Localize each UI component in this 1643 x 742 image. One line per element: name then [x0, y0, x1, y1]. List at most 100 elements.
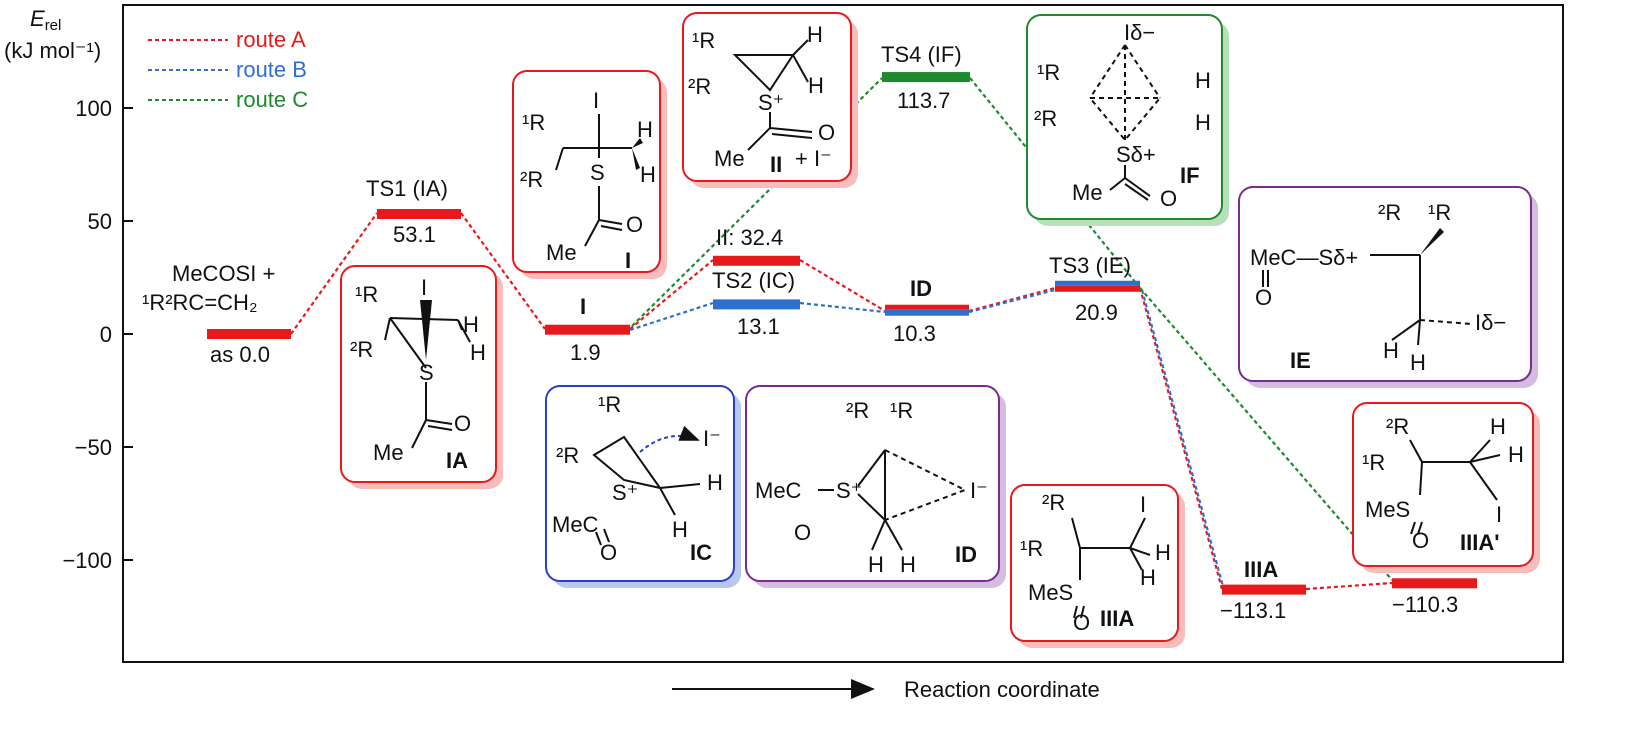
value-ts2: 13.1	[737, 314, 780, 339]
svg-text:S⁺: S⁺	[836, 478, 862, 503]
structure-ic: ¹R ²R I⁻ S⁺ H H MeC O IC	[552, 392, 723, 565]
svg-text:MeS: MeS	[1028, 580, 1073, 605]
label-id-struct: ID	[955, 542, 977, 567]
structure-iiiap: ²R H ¹R H MeS I O IIIA'	[1362, 414, 1524, 555]
svg-text:H: H	[470, 340, 486, 365]
svg-text:²R: ²R	[846, 398, 869, 423]
svg-text:H: H	[637, 117, 653, 142]
svg-text:²R: ²R	[688, 74, 711, 99]
y-tick-label: 100	[75, 96, 112, 121]
level-bar-ts2-ic	[713, 299, 800, 310]
legend-label-route-b: route B	[236, 57, 307, 82]
svg-text:¹R: ¹R	[355, 282, 378, 307]
svg-text:H: H	[1410, 350, 1426, 375]
svg-text:H: H	[1490, 414, 1506, 439]
level-bar-id-alt	[885, 309, 969, 316]
svg-text:¹R: ¹R	[1428, 200, 1451, 225]
connector-a-id-ts3	[968, 286, 1056, 313]
svg-text:O: O	[1073, 610, 1090, 635]
box-ie	[1238, 186, 1532, 382]
svg-text:¹R: ¹R	[1020, 536, 1043, 561]
svg-text:H: H	[1140, 565, 1156, 590]
label-ie: IE	[1290, 348, 1311, 373]
svg-text:¹R: ¹R	[692, 28, 715, 53]
svg-text:O: O	[600, 540, 617, 565]
svg-text:H: H	[1155, 540, 1171, 565]
label-if: IF	[1180, 163, 1200, 188]
svg-text:H: H	[1508, 442, 1524, 467]
svg-text:O: O	[626, 212, 643, 237]
value-ts1: 53.1	[393, 222, 436, 247]
y-axis-title-main: E	[30, 6, 45, 31]
label-i: I	[580, 294, 586, 319]
svg-text:MeC: MeC	[755, 478, 802, 503]
energy-levels	[207, 72, 1477, 595]
svg-text:I⁻: I⁻	[703, 426, 721, 451]
svg-text:O: O	[1255, 285, 1272, 310]
svg-text:S: S	[590, 160, 605, 185]
connector-a-i-ii	[629, 259, 714, 330]
svg-text:Me: Me	[714, 146, 745, 171]
structure-ie: ²R ¹R MeC—Sδ+ O Iδ− H H IE	[1250, 200, 1506, 375]
value-i: 1.9	[570, 340, 601, 365]
label-start-2: ¹R²RC=CH₂	[142, 290, 257, 315]
level-bar-id	[885, 304, 969, 310]
structure-boxes	[340, 12, 1540, 648]
value-id: 10.3	[893, 321, 936, 346]
svg-text:Sδ+: Sδ+	[1116, 142, 1156, 167]
svg-text:O: O	[818, 120, 835, 145]
svg-text:H: H	[1195, 110, 1211, 135]
svg-text:¹R: ¹R	[522, 110, 545, 135]
svg-text:MeS: MeS	[1365, 497, 1410, 522]
svg-text:¹R: ¹R	[1362, 450, 1385, 475]
label-ii: II: 32.4	[716, 225, 783, 250]
svg-text:¹R: ¹R	[598, 392, 621, 417]
value-ts3: 20.9	[1075, 300, 1118, 325]
level-bar-iiia	[1222, 584, 1306, 595]
svg-text:MeC: MeC	[552, 512, 599, 537]
level-bar-ts4-if	[882, 72, 970, 83]
svg-text:H: H	[463, 312, 479, 337]
y-axis-title: Erel	[30, 6, 61, 34]
svg-text:²R: ²R	[556, 443, 579, 468]
connector-a-ts3-iiia	[1138, 287, 1224, 590]
label-iiia: IIIA	[1244, 557, 1278, 582]
svg-text:I: I	[1496, 502, 1502, 527]
connector-a-start-ts1	[290, 212, 378, 335]
svg-text:Me: Me	[546, 240, 577, 265]
svg-text:²R: ²R	[1386, 414, 1409, 439]
value-ts4: 113.7	[897, 88, 950, 113]
label-ts4: TS4 (IF)	[881, 42, 962, 67]
label-id: ID	[910, 276, 932, 301]
svg-text:O: O	[794, 520, 811, 545]
svg-text:I: I	[593, 88, 599, 113]
svg-text:Me: Me	[373, 440, 404, 465]
svg-text:H: H	[672, 517, 688, 542]
connector-b-ts3-iiia	[1140, 289, 1226, 591]
svg-text:H: H	[808, 73, 824, 98]
level-bar-i	[545, 324, 630, 335]
value-start: as 0.0	[210, 342, 270, 367]
svg-text:²R: ²R	[520, 167, 543, 192]
svg-text:MeC—Sδ+: MeC—Sδ+	[1250, 245, 1358, 270]
connector-a-ii-id	[799, 259, 886, 312]
connector-b-i-ts2	[629, 301, 714, 332]
legend-label-route-a: route A	[236, 27, 306, 52]
label-ts3: TS3 (IE)	[1049, 253, 1131, 278]
svg-text:H: H	[868, 552, 884, 577]
level-bar-ii	[713, 255, 800, 266]
connector-a-iiia-iiiap	[1305, 581, 1393, 591]
structure-iiia: ²R I ¹R H H MeS O IIIA	[1020, 490, 1171, 635]
level-bar-ts3-ie	[1055, 280, 1140, 286]
svg-text:¹R: ¹R	[890, 398, 913, 423]
structure-ia: ¹R ²R I H H S O Me IA	[350, 275, 486, 473]
label-ts1: TS1 (IA)	[366, 176, 448, 201]
svg-text:Iδ−: Iδ−	[1124, 20, 1155, 45]
connector-c-ts3-iiiap	[1139, 287, 1393, 581]
svg-text:I⁻: I⁻	[970, 478, 988, 503]
label-iiia-struct: IIIA	[1100, 606, 1134, 631]
svg-text:²R: ²R	[1042, 490, 1065, 515]
box-iiiap	[1352, 402, 1534, 567]
